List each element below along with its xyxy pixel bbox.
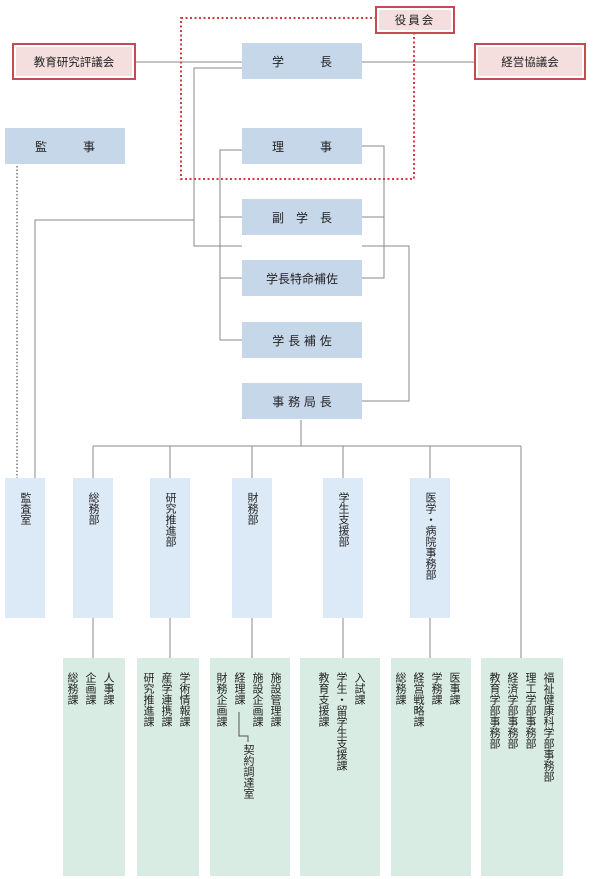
yakuinkai-box: 役員会 [375, 6, 455, 34]
gakucho-tokumei-hosa-label: 学長特命補佐 [265, 271, 338, 286]
somubu-label: 総務部 [87, 492, 100, 525]
riji-label: 理 事 [271, 139, 332, 154]
section-nyushi: 入試課 [353, 672, 366, 705]
gakucho-box: 学 長 [242, 43, 362, 79]
section-shisetsu-kikaku: 施設企画課 [251, 672, 264, 727]
kanji-box: 監 事 [5, 128, 125, 164]
gakucho-hosa-label: 学 長 補 佐 [272, 333, 332, 348]
yakuinkai-label: 役員会 [394, 13, 436, 27]
zaimu-sections-box: 施設管理課 施設企画課 経理課 財務企画課 契約調達室 [210, 658, 290, 876]
section-keiyaku-chotatsu: 契約調達室 [242, 744, 255, 799]
section-gakujutsu-joho: 学術情報課 [178, 672, 191, 727]
section-iji: 医事課 [448, 672, 461, 705]
gakucho-label: 学 長 [271, 54, 332, 69]
section-keiri: 経理課 [233, 672, 246, 705]
gakucho-tokumei-hosa-box: 学長特命補佐 [242, 260, 362, 296]
igaku-byoin-jimubu-box: 医学・病院事務部 [410, 478, 450, 618]
section-gakusei-ryugakusei-shien: 学生・留学生支援課 [335, 672, 348, 771]
igaku-byoin-jimubu-label: 医学・病院事務部 [424, 492, 437, 580]
fukugakucho-label: 副 学 長 [271, 210, 332, 225]
section-kikaku: 企画課 [84, 672, 97, 705]
section-zaimu-kikaku: 財務企画課 [215, 672, 228, 727]
kenkyu-suishinbu-box: 研究推進部 [150, 478, 190, 618]
somu-sections-box: 人事課 企画課 総務課 [63, 658, 125, 876]
somubu-box: 総務部 [73, 478, 113, 618]
kyoiku-kenkyu-hyogikai-label: 教育研究評議会 [33, 54, 115, 69]
section-kyoikugakubu-jimubu: 教育学部事務部 [488, 672, 501, 749]
kenkyu-suishinbu-label: 研究推進部 [164, 492, 177, 547]
keiri-sub-connector [238, 712, 249, 742]
section-kyoiku-shien: 教育支援課 [317, 672, 330, 727]
gakubu-jimubu-sections-box: 福祉健康科学部事務部 理工学部事務部 経済学部事務部 教育学部事務部 [481, 658, 563, 876]
section-sangaku-renkei: 産学連携課 [160, 672, 173, 727]
keiei-kyogikai-label: 経営協議会 [501, 54, 559, 69]
gakucho-hosa-box: 学 長 補 佐 [242, 322, 362, 358]
section-gakumu: 学務課 [430, 672, 443, 705]
fukugakucho-box: 副 学 長 [242, 199, 362, 235]
kenkyu-sections-box: 学術情報課 産学連携課 研究推進課 [137, 658, 199, 876]
section-igaku-somu: 総務課 [394, 672, 407, 705]
zaimubu-label: 財務部 [246, 492, 259, 525]
kanji-label: 監 事 [34, 139, 95, 154]
gakusei-shienbu-box: 学生支援部 [323, 478, 363, 618]
gakusei-shienbu-label: 学生支援部 [337, 492, 350, 547]
section-kenkyu-suishin: 研究推進課 [142, 672, 155, 727]
jimukyokucho-box: 事 務 局 長 [242, 383, 362, 419]
section-somu: 総務課 [66, 672, 79, 705]
kansashitsu-label: 監査室 [19, 492, 32, 525]
section-rikogakubu-jimubu: 理工学部事務部 [524, 672, 537, 749]
kansashitsu-box: 監査室 [5, 478, 45, 618]
section-jinji: 人事課 [102, 672, 115, 705]
zaimubu-box: 財務部 [232, 478, 272, 618]
gakusei-sections-box: 入試課 学生・留学生支援課 教育支援課 [300, 658, 380, 876]
section-fukushi-kenko-kagakubu-jimubu: 福祉健康科学部事務部 [542, 672, 555, 782]
jimukyokucho-label: 事 務 局 長 [272, 394, 332, 409]
keiei-kyogikai-box: 経営協議会 [474, 43, 586, 80]
section-shisetsu-kanri: 施設管理課 [269, 672, 282, 727]
section-keiei-senryaku: 経営戦略課 [412, 672, 425, 727]
igaku-sections-box: 医事課 学務課 経営戦略課 総務課 [391, 658, 471, 876]
riji-box: 理 事 [242, 128, 362, 164]
section-keizaigakubu-jimubu: 経済学部事務部 [506, 672, 519, 749]
kyoiku-kenkyu-hyogikai-box: 教育研究評議会 [12, 43, 136, 80]
